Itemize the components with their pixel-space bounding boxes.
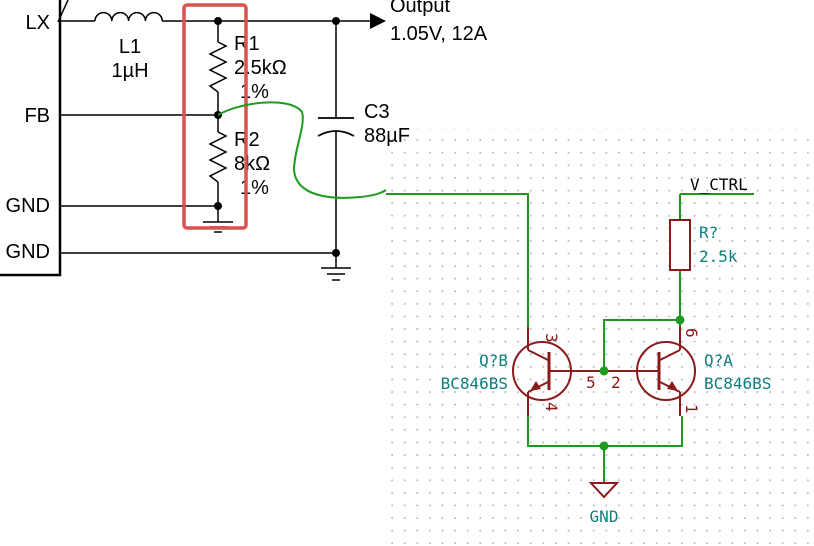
qb-pin-emitter: 4 [542, 402, 561, 412]
r1-value: 2.5kΩ [234, 57, 287, 79]
output-arrow-icon [370, 13, 386, 29]
c3-ref: C3 [364, 101, 390, 123]
l1-ref: L1 [119, 36, 141, 58]
black-wires [60, 20, 372, 268]
qa-pin-base: 2 [611, 373, 621, 392]
ic-pin-lx: LX [26, 12, 50, 34]
ic-body [0, 0, 69, 277]
rq-value: 2.5k [699, 247, 738, 266]
qa-ref: Q?A [704, 351, 733, 370]
c3-value: 88µF [364, 125, 410, 147]
hand-drawn-connection [217, 101, 387, 199]
qb-ref: Q?B [479, 351, 508, 370]
rq-ref: R? [699, 223, 718, 242]
qa-emitter-arrow-icon [667, 381, 678, 391]
output-spec: 1.05V, 12A [390, 23, 488, 45]
divider-highlight-box [182, 3, 248, 230]
capacitor-c3-icon [317, 117, 355, 137]
c3-ground-icon [321, 267, 351, 281]
ic-pin-gnd-1: GND [6, 195, 50, 217]
qb-emitter-arrow-icon [530, 381, 541, 391]
kicad-grid [385, 128, 814, 546]
ic-pin-gnd-2: GND [6, 241, 50, 263]
l1-value: 1µH [111, 60, 148, 82]
qb-pin-base: 5 [586, 373, 596, 392]
resistor-r2-icon [208, 131, 228, 183]
qb-pin-collector: 3 [542, 333, 561, 343]
kicad-ground-icon [588, 482, 620, 499]
r2-value: 8kΩ [234, 153, 270, 175]
output-label: Output [390, 0, 450, 17]
black-junctions [214, 17, 340, 257]
qb-part: BC846BS [441, 374, 508, 393]
ic-pin-fb: FB [24, 105, 50, 127]
qa-part: BC846BS [704, 374, 771, 393]
kicad-junctions [599, 315, 685, 451]
net-label-vctrl: V_CTRL [690, 175, 748, 194]
resistor-rq-icon [669, 219, 691, 271]
qa-pin-collector: 6 [682, 328, 701, 338]
qa-pin-emitter: 1 [682, 404, 701, 414]
transistor-qb-icon [512, 327, 604, 416]
kicad-wires [386, 193, 754, 482]
inductor-l1-icon [94, 11, 163, 22]
gnd-label: GND [590, 507, 619, 526]
resistor-r1-icon [208, 41, 228, 93]
